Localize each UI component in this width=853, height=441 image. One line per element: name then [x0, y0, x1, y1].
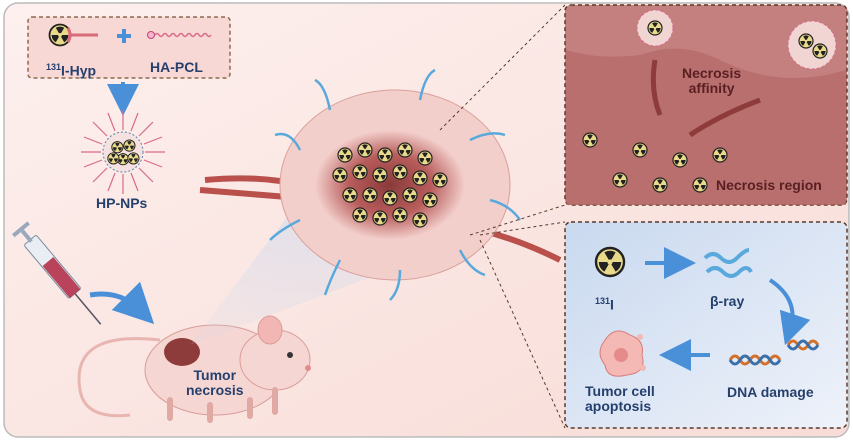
- hypericin-linker-icon: [66, 27, 98, 43]
- mechanism-panel: [564, 221, 848, 429]
- necrosis-region-label: Necrosis region: [716, 177, 822, 193]
- micelle-icon: [787, 20, 837, 70]
- nanoparticle-icon: [81, 110, 165, 194]
- hp-nps-label: HP-NPs: [96, 195, 148, 211]
- iodine-131-icon: [594, 246, 626, 278]
- arrow-curve-icon: [768, 278, 811, 346]
- radiation-icon: [48, 23, 72, 47]
- tumor-icon: [269, 4, 566, 429]
- mouse-icon: [77, 315, 311, 423]
- syringe-icon: [12, 221, 102, 325]
- synthesis-box: [27, 16, 231, 79]
- ha-pcl-icon: [147, 31, 155, 39]
- beta-ray-icon: [703, 248, 753, 278]
- i-hyp-label: 131I-Hyp: [46, 62, 97, 79]
- apoptotic-cell-icon: [599, 330, 646, 377]
- plus-icon: [117, 29, 131, 43]
- iodine-131-label: 131I: [595, 296, 614, 313]
- micelle-icon: [636, 9, 674, 47]
- inject-arrow-icon: [89, 281, 155, 325]
- beta-ray-label: β-ray: [710, 293, 745, 309]
- dna-damage-label: DNA damage: [727, 384, 814, 400]
- affinity-arrow-icon: [650, 59, 761, 138]
- ha-pcl-label: HA-PCL: [150, 59, 203, 75]
